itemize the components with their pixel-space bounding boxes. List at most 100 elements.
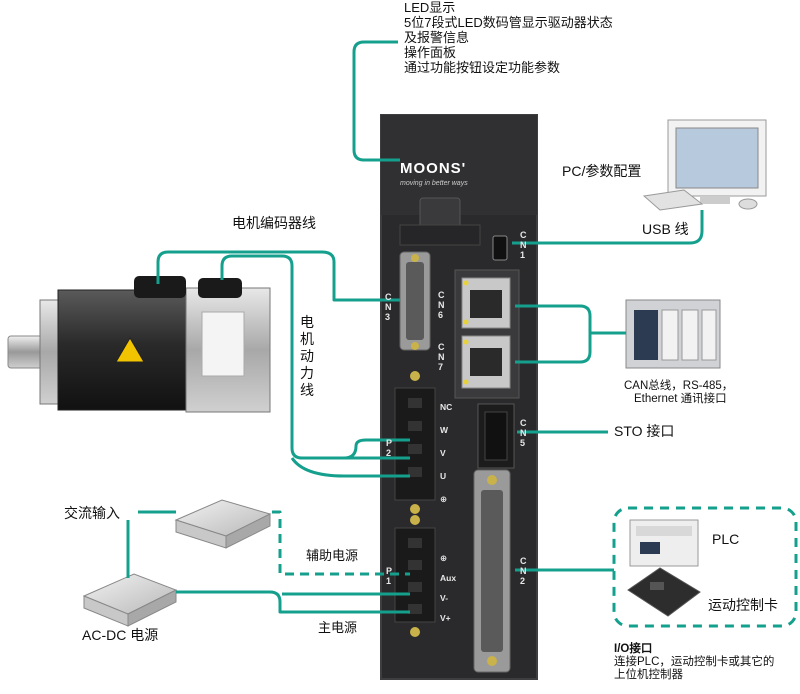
terminal-label: NC <box>440 402 453 412</box>
rj45-bottom-socket <box>470 348 502 376</box>
warning-icon <box>115 337 145 363</box>
usb-port <box>492 235 508 261</box>
acdc-label: AC-DC 电源 <box>82 627 159 643</box>
label-char: 机 <box>300 331 314 347</box>
cn5-marking: C N 5 <box>520 418 527 448</box>
label-char: 动 <box>300 348 314 364</box>
cn6-marking: C N 6 <box>438 290 445 320</box>
marking-char: P <box>386 566 393 576</box>
encoder-plug <box>134 276 186 298</box>
cn3-screw-top <box>411 254 419 262</box>
motion-card-board <box>627 567 701 617</box>
marking-char: P <box>386 438 393 448</box>
terminal-label: W <box>440 425 449 435</box>
pc-screen <box>675 127 759 189</box>
plc-module <box>701 309 717 361</box>
callout-line: LED显示 <box>404 0 456 15</box>
p2-screw-bottom <box>410 504 420 514</box>
terminal-slot <box>408 582 422 592</box>
power-plug <box>198 278 242 298</box>
callout-line: 通过功能按钮设定功能参数 <box>404 60 561 75</box>
callout-line: 5位7段式LED数码管显示驱动器状态 <box>404 15 613 30</box>
led-callout-label: LED显示 5位7段式LED数码管显示驱动器状态 及报警信息 操作面板 通过功能… <box>404 0 613 75</box>
led-indicator <box>463 379 469 385</box>
ac-input-label: 交流输入 <box>64 505 120 521</box>
marking-char: N <box>520 428 527 438</box>
plc-display <box>640 542 660 554</box>
usb-label: USB 线 <box>642 221 689 237</box>
p2-marking: P 2 <box>386 438 392 458</box>
io-description: I/O接口 连接PLC，运动控制卡或其它的 上位机控制器 <box>614 643 774 682</box>
encoder-cable-label: 电机编码器线 <box>232 215 316 231</box>
led-indicator <box>463 319 469 325</box>
terminal-label: ⊕ <box>440 494 448 504</box>
terminal-label: V <box>440 448 446 458</box>
motion-card-label: 运动控制卡 <box>708 597 778 613</box>
moons-logo: MOONS' <box>400 160 467 177</box>
marking-char: C <box>520 556 527 566</box>
keyboard-icon <box>642 189 704 211</box>
terminal-label: ⊕ <box>440 553 448 563</box>
marking-char: 2 <box>520 576 526 586</box>
cn7-marking: C N 7 <box>438 342 445 372</box>
plc-rack <box>625 299 721 369</box>
io-desc-line: 上位机控制器 <box>614 669 683 681</box>
p1-marking: P 1 <box>386 566 392 586</box>
marking-char: C <box>520 418 527 428</box>
marking-char: N <box>385 302 392 312</box>
cn2-screw-bottom <box>487 656 497 666</box>
led-callout-line <box>352 40 400 162</box>
terminal-label: V- <box>440 593 449 603</box>
terminal-label: U <box>440 471 447 481</box>
main-power-cable <box>176 590 410 614</box>
marking-char: C <box>385 292 392 302</box>
label-char: 线 <box>300 382 314 398</box>
label-char: 电 <box>300 314 314 330</box>
marking-char: 6 <box>438 310 444 320</box>
motion-control-card <box>627 567 701 617</box>
motor-flange <box>39 299 61 405</box>
p1-terminal-labels: ⊕ Aux V- V+ <box>440 548 456 628</box>
motor-power-cable <box>220 254 410 460</box>
marking-char: C <box>438 290 445 300</box>
callout-line: 操作面板 <box>404 45 457 60</box>
marking-char: N <box>520 566 527 576</box>
terminal-slot <box>408 604 422 614</box>
marking-char: 1 <box>386 576 392 586</box>
servo-driver <box>380 114 538 680</box>
marking-char: C <box>438 342 445 352</box>
cn2-pins <box>481 490 503 652</box>
main-power-label: 主电源 <box>318 620 358 635</box>
aux-power-supply <box>174 499 272 549</box>
io-title: I/O接口 <box>614 643 653 655</box>
marking-char: 7 <box>438 362 444 372</box>
plc-device <box>629 519 699 567</box>
aux-psu-front <box>225 513 271 549</box>
marking-char: 5 <box>520 438 526 448</box>
plc-module <box>661 309 679 361</box>
network-label-line: CAN总线，RS-485， <box>624 380 734 392</box>
main-psu-front <box>127 589 177 627</box>
terminal-label: V+ <box>440 613 451 623</box>
led-display-window <box>419 197 461 229</box>
terminal-slot <box>408 421 422 431</box>
marking-char: 1 <box>520 250 526 260</box>
p2-terminal-labels: NC W V U ⊕ <box>440 396 452 511</box>
plc-module <box>634 310 658 360</box>
cn3-screw-bottom <box>411 342 419 350</box>
brand-tagline: moving in better ways <box>400 180 468 187</box>
led-indicator <box>463 280 469 286</box>
terminal-slot <box>408 398 422 408</box>
plc-module <box>681 309 699 361</box>
io-desc-line: 连接PLC，运动控制卡或其它的 <box>614 656 775 668</box>
cn5-socket <box>484 411 508 461</box>
plc-terminal-row <box>636 526 692 536</box>
board-chip <box>650 582 664 590</box>
marking-char: 2 <box>386 448 392 458</box>
sto-label: STO 接口 <box>614 423 675 439</box>
terminal-slot <box>408 560 422 570</box>
p1-screw-top <box>410 515 420 525</box>
terminal-slot <box>408 467 422 477</box>
